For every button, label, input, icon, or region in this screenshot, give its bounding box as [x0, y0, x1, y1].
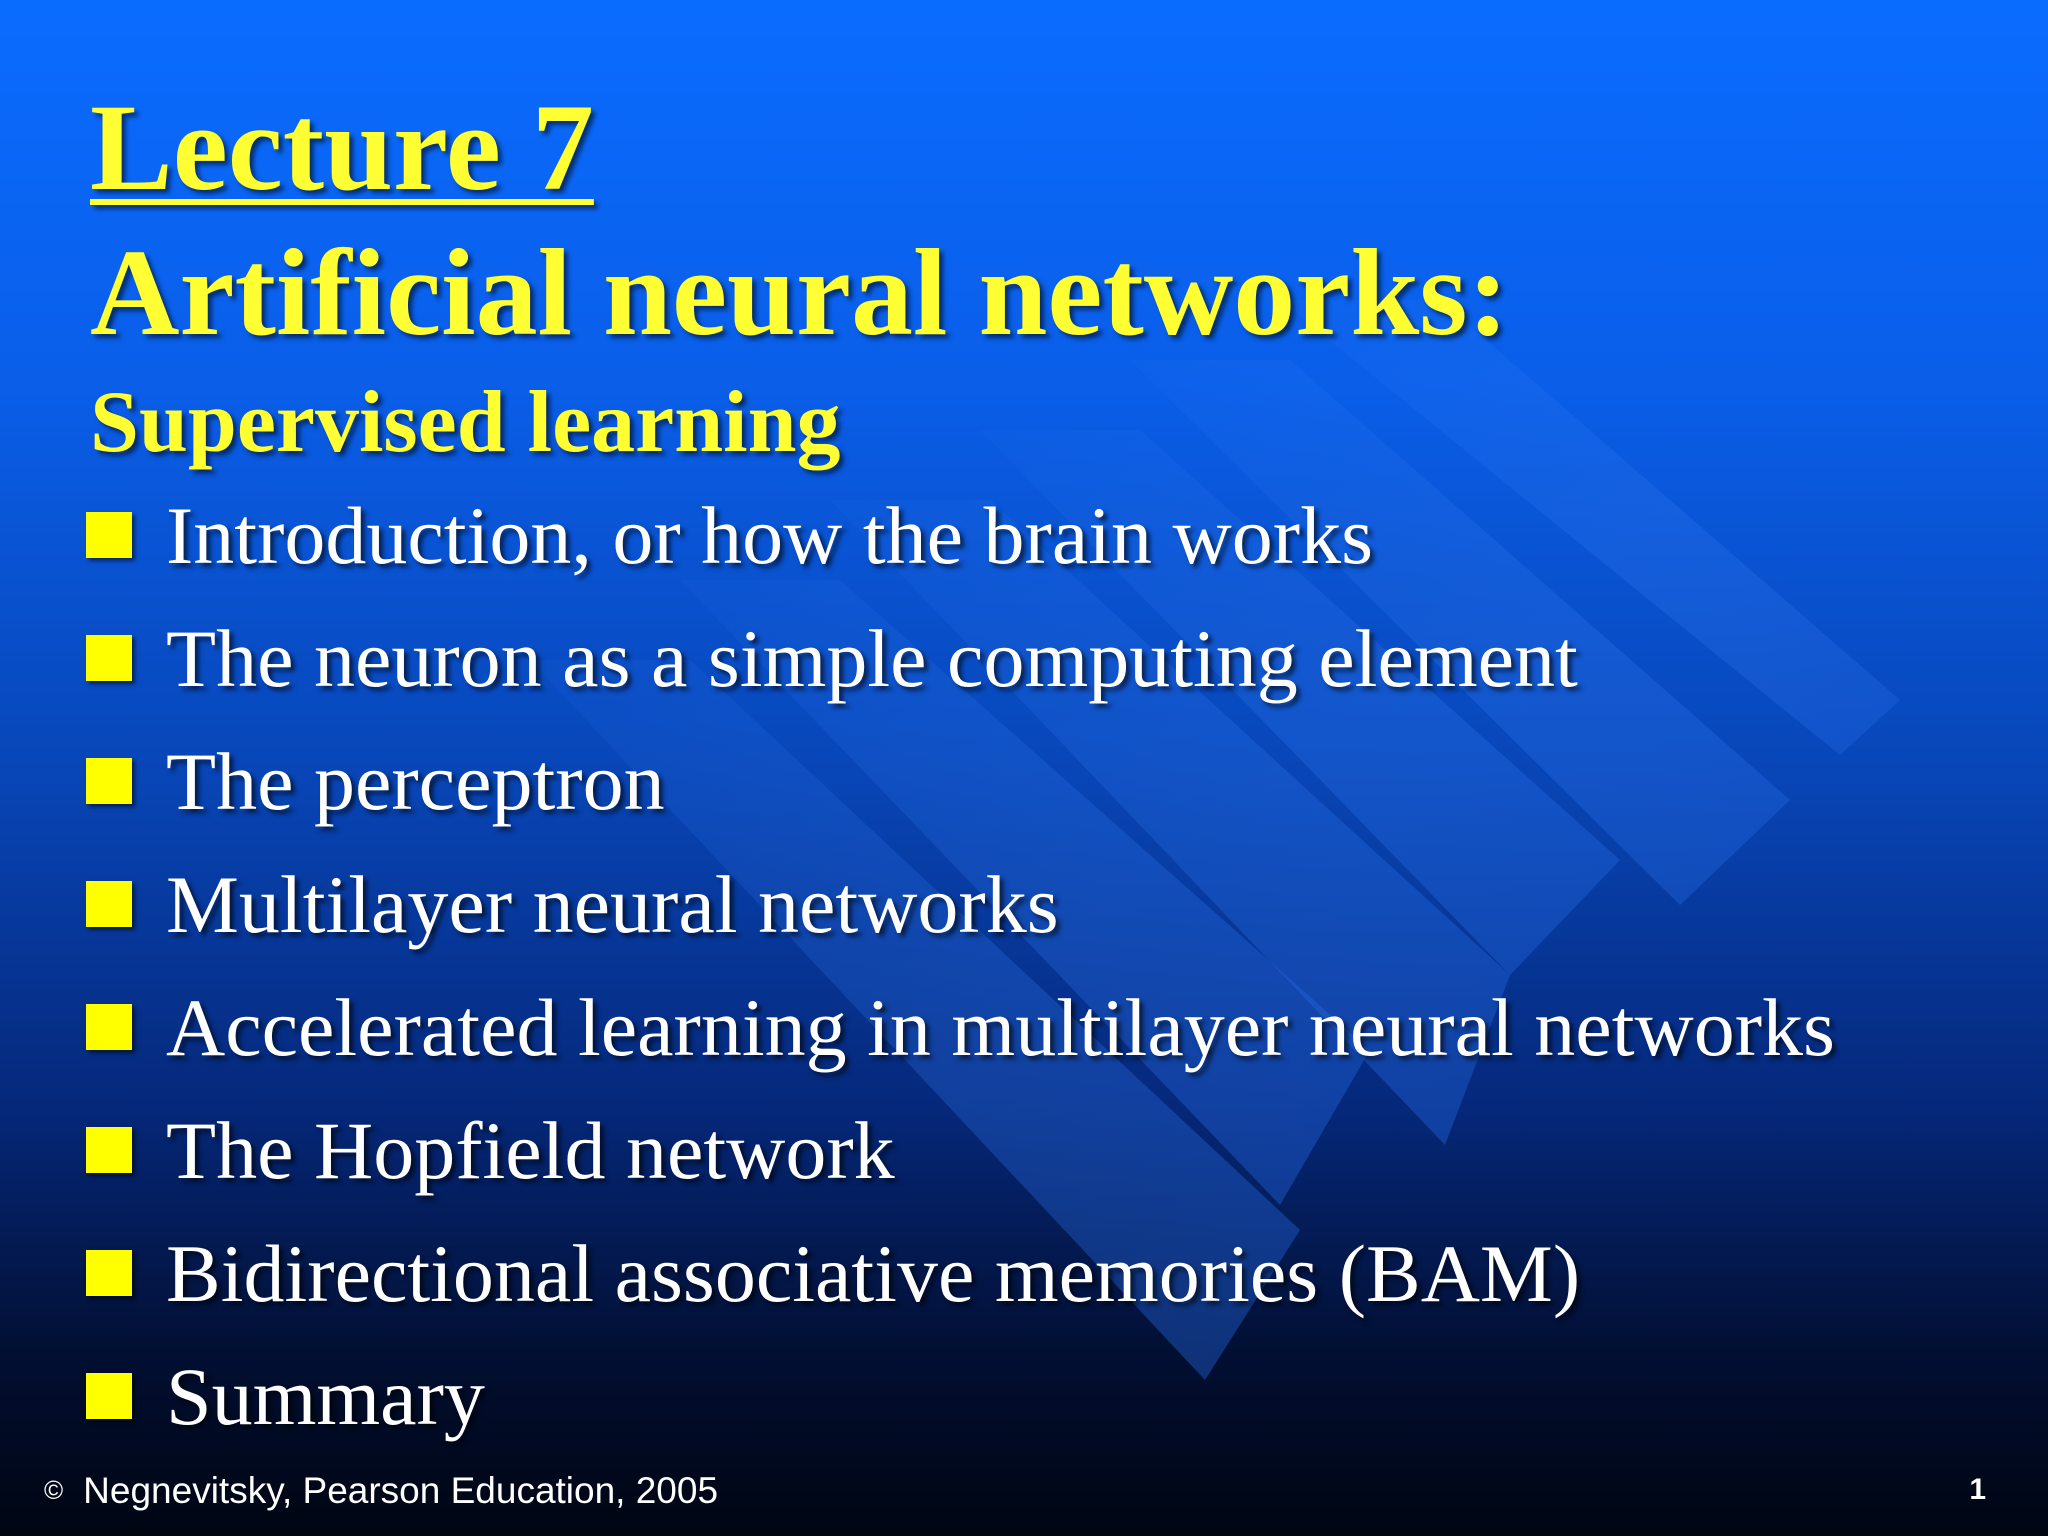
bullet-text: Multilayer neural networks — [166, 859, 1059, 950]
copyright-text: Negnevitsky, Pearson Education, 2005 — [83, 1470, 719, 1511]
lecture-title: Lecture 7 — [90, 79, 594, 216]
bullet-text: Bidirectional associative memories (BAM) — [166, 1228, 1581, 1319]
yellow-square-bullet-icon — [86, 1127, 132, 1173]
lecture-topic: Artificial neural networks: — [90, 224, 1509, 361]
yellow-square-bullet-icon — [86, 1004, 132, 1050]
page-number: 1 — [1969, 1473, 1986, 1506]
yellow-square-bullet-icon — [86, 512, 132, 558]
yellow-square-bullet-icon — [86, 758, 132, 804]
title-block: Lecture 7 Artificial neural networks: Su… — [90, 78, 1509, 478]
yellow-square-bullet-icon — [86, 635, 132, 681]
footer-copyright: © Negnevitsky, Pearson Education, 2005 — [44, 1468, 718, 1513]
bullet-list: Introduction, or how the brain works The… — [86, 488, 1835, 1472]
copyright-icon: © — [44, 1475, 64, 1505]
bullet-text: The perceptron — [166, 736, 665, 827]
list-item: Multilayer neural networks — [86, 857, 1835, 980]
bullet-text: Accelerated learning in multilayer neura… — [166, 982, 1835, 1073]
yellow-square-bullet-icon — [86, 1373, 132, 1419]
list-item: Bidirectional associative memories (BAM) — [86, 1226, 1835, 1349]
list-item: Accelerated learning in multilayer neura… — [86, 980, 1835, 1103]
bullet-text: Summary — [166, 1351, 485, 1442]
list-item: The Hopfield network — [86, 1103, 1835, 1226]
yellow-square-bullet-icon — [86, 881, 132, 927]
list-item: Introduction, or how the brain works — [86, 488, 1835, 611]
bullet-text: Introduction, or how the brain works — [166, 490, 1373, 581]
lecture-subtitle: Supervised learning — [90, 374, 841, 471]
yellow-square-bullet-icon — [86, 1250, 132, 1296]
bullet-text: The neuron as a simple computing element — [166, 613, 1578, 704]
list-item: Summary — [86, 1349, 1835, 1472]
bullet-text: The Hopfield network — [166, 1105, 895, 1196]
list-item: The neuron as a simple computing element — [86, 611, 1835, 734]
list-item: The perceptron — [86, 734, 1835, 857]
